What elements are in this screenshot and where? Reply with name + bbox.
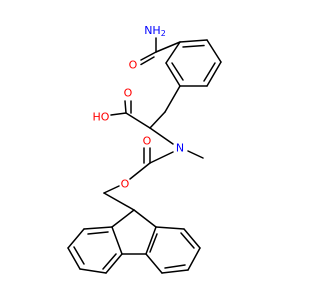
bond-oester-ch2	[103, 185, 120, 194]
bond-amide-c-o	[140, 51, 157, 61]
bond-ring1-1	[179, 39, 208, 43]
bond-cooh-oh	[110, 112, 127, 116]
bond-lring-1	[111, 226, 123, 255]
bond-lring-4	[67, 247, 81, 270]
atom-carbamate-o-carbonyl: O	[143, 135, 152, 148]
bond-ring1-5	[165, 62, 181, 87]
bond-cooh-o	[124, 100, 127, 114]
atom-n-methyl: N	[176, 142, 184, 155]
atom-carbamate-o-ester: O	[121, 178, 130, 191]
bond-ring1-3	[206, 61, 222, 87]
bond-ring1-3-inner	[203, 62, 216, 82]
molecule-drawing: NH2 O HO O N O O	[67, 24, 222, 274]
bond-amide-c-o-double	[140, 56, 155, 66]
bond-c9-c9a	[111, 209, 135, 228]
bond-ring-ch2	[164, 85, 181, 113]
bond-carbamate-c-oester	[129, 162, 151, 180]
bond-ring1-6	[165, 41, 181, 64]
bond-layer	[67, 37, 222, 274]
bond-rring-6	[155, 226, 185, 230]
atom-acid-o: O	[124, 87, 133, 100]
bond-lring-2-inner	[102, 253, 117, 270]
atom-acid-oh: HO	[93, 111, 110, 124]
bond-rring-5-inner	[180, 232, 195, 249]
bond-ring1-5-inner	[171, 62, 184, 81]
bond-rring-2	[145, 253, 163, 274]
bond-rring-3	[161, 269, 189, 274]
bond-amide-c-ring	[155, 41, 181, 53]
bond-ring1-1-inner	[182, 44, 205, 48]
bond-lring-3	[79, 268, 107, 274]
bond-ch2-c9	[103, 192, 135, 211]
atom-amide-o: O	[129, 59, 138, 72]
bond-c9-c8a	[133, 209, 157, 228]
bond-ch2-calpha	[149, 111, 166, 129]
bond-lring-4-inner	[73, 246, 85, 265]
bond-ring1-2	[206, 39, 222, 63]
atom-amide-nh2: NH2	[144, 24, 166, 38]
bond-lring-6-inner	[87, 231, 109, 235]
bond-rring-1	[145, 226, 157, 255]
structure-canvas: NH2 O HO O N O O	[67, 23, 222, 274]
bond-calpha-n	[149, 127, 174, 145]
bond-lring-6	[83, 226, 113, 230]
bond-n-carbamate-c	[149, 151, 174, 164]
bond-calpha-cooh	[125, 112, 151, 129]
bond-rring-4	[187, 247, 201, 271]
bond-lring-5	[67, 228, 85, 249]
bond-rring-1-inner	[149, 233, 158, 253]
bond-rring-5	[183, 228, 201, 249]
bond-n-methyl	[187, 150, 204, 159]
atom-label-layer: NH2 O HO O N O O	[93, 24, 185, 191]
bond-lring-2	[105, 253, 123, 274]
bond-rring-3-inner	[164, 264, 186, 269]
